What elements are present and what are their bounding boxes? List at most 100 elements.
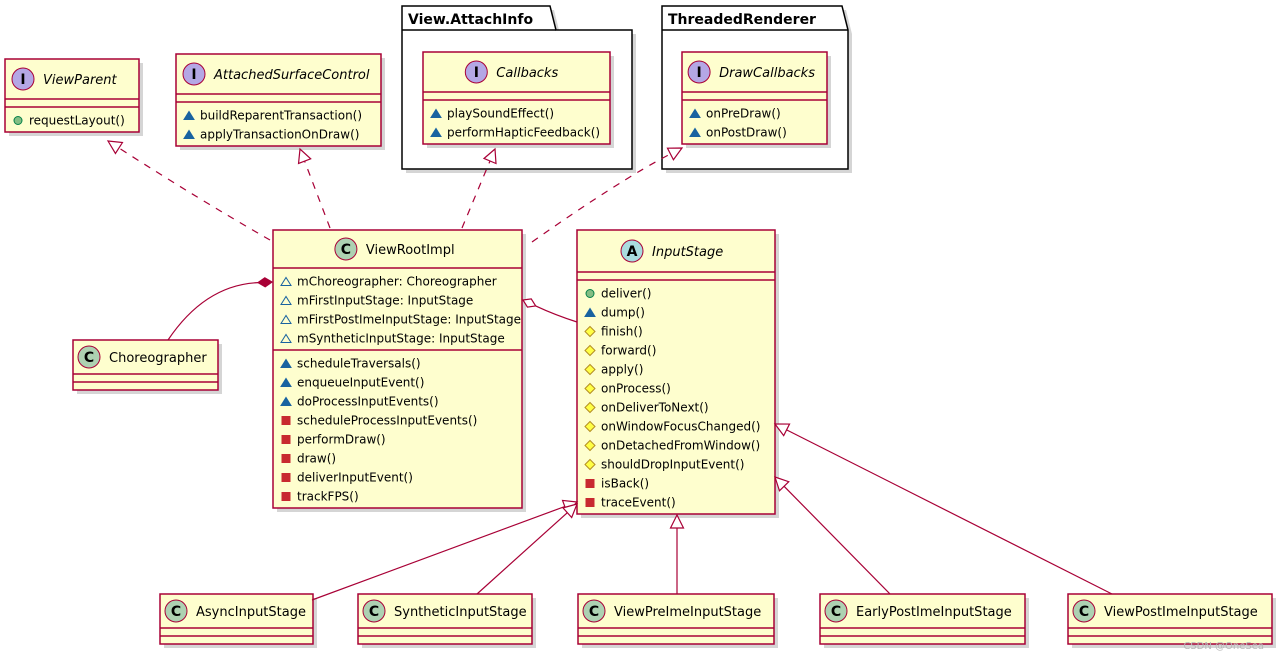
private-visibility-icon — [281, 435, 291, 444]
private-visibility-icon — [281, 492, 291, 501]
method: trackFPS() — [297, 490, 359, 504]
class-name: SyntheticInputStage — [394, 605, 527, 620]
protected-visibility-icon — [584, 344, 596, 357]
relation-viewrootimpl-to-attachedsurfacecontrol — [297, 147, 331, 229]
class-badge-letter: C — [171, 604, 181, 620]
package-visibility-icon — [183, 110, 195, 120]
field: mChoreographer: Choreographer — [297, 275, 497, 289]
interface-badge-icon — [11, 67, 35, 91]
relation-viewrootimpl-to-inputstage — [521, 298, 578, 323]
package-visibility-icon — [689, 108, 701, 118]
interface-badge-letter: I — [696, 65, 701, 81]
method: deliver() — [601, 287, 651, 301]
method: buildReparentTransaction() — [200, 109, 362, 123]
interface-badge-icon — [464, 60, 488, 84]
method: onProcess() — [601, 382, 671, 396]
class-badge-icon — [824, 599, 848, 623]
inheritance-arrowhead — [561, 503, 578, 519]
interface-badge-letter: I — [191, 67, 196, 83]
class-badge-letter: C — [369, 604, 379, 620]
method: playSoundEffect() — [447, 107, 554, 121]
method: deliverInputEvent() — [297, 471, 413, 485]
interface-badge-icon — [687, 60, 711, 84]
watermark: CSDN @OneSea — [1183, 641, 1264, 652]
protected-visibility-icon — [584, 401, 596, 414]
realization-line — [304, 160, 331, 229]
relation-asyncinputstage-to-inputstage — [311, 499, 579, 601]
protected-visibility-icon — [584, 439, 596, 452]
class-badge-icon — [164, 599, 188, 623]
method: onWindowFocusChanged() — [601, 420, 760, 434]
relation-viewrootimpl-to-choreographer — [167, 277, 274, 341]
private-visibility-icon — [585, 479, 595, 488]
class-badge-letter: C — [1079, 604, 1089, 620]
protected-visibility-icon — [584, 420, 596, 433]
class-badge-icon — [362, 599, 386, 623]
relation-viewrootimpl-to-drawcallbacks — [531, 147, 684, 243]
inheritance-line — [786, 429, 1113, 595]
class-badge-letter: C — [831, 604, 841, 620]
relation-syntheticinputstage-to-inputstage — [476, 503, 578, 595]
protected-visibility-icon — [584, 382, 596, 395]
package-field-visibility-icon — [280, 276, 292, 286]
relation-viewpreimeinputstage-to-inputstage — [669, 513, 685, 594]
relation-viewrootimpl-to-callbacks — [461, 147, 497, 229]
inheritance-line — [311, 505, 566, 601]
package-visibility-icon — [280, 396, 292, 406]
field: mFirstPostImeInputStage: InputStage — [297, 313, 521, 327]
protected-visibility-icon — [584, 458, 596, 471]
package-visibility-icon — [584, 307, 596, 317]
package-visibility-icon — [430, 127, 442, 137]
class-badge-letter: C — [341, 242, 351, 258]
method: onPreDraw() — [706, 107, 781, 121]
method: shouldDropInputEvent() — [601, 458, 744, 472]
public-visibility-icon — [585, 289, 595, 298]
interface-badge-icon — [182, 62, 206, 86]
inheritance-arrowhead — [106, 140, 124, 155]
method: forward() — [601, 344, 656, 358]
method: performHapticFeedback() — [447, 126, 600, 140]
inheritance-arrowhead — [666, 147, 684, 161]
method: onDeliverToNext() — [601, 401, 709, 415]
abstract-badge-icon — [620, 239, 644, 263]
inheritance-arrowhead — [774, 476, 790, 492]
method: performDraw() — [297, 433, 386, 447]
method: apply() — [601, 363, 643, 377]
class-name: DrawCallbacks — [719, 66, 815, 81]
class-name: Callbacks — [496, 66, 558, 81]
package-field-visibility-icon — [280, 295, 292, 305]
method: onDetachedFromWindow() — [601, 439, 760, 453]
realization-line — [118, 147, 271, 241]
composition-line — [167, 282, 259, 341]
method: enqueueInputEvent() — [297, 376, 424, 390]
method: requestLayout() — [29, 114, 125, 128]
method: onPostDraw() — [706, 126, 787, 140]
inheritance-arrowhead — [669, 513, 685, 529]
class-badge-icon — [77, 345, 101, 369]
method: doProcessInputEvents() — [297, 395, 439, 409]
interface-badge-letter: I — [474, 65, 479, 81]
composition-diamond — [256, 277, 274, 288]
aggregation-line — [535, 305, 578, 323]
class-name: Choreographer — [109, 351, 207, 366]
inheritance-arrowhead — [297, 147, 312, 165]
private-visibility-icon — [281, 473, 291, 482]
package-field-visibility-icon — [280, 333, 292, 343]
interface-badge-letter: I — [20, 72, 25, 88]
private-visibility-icon — [281, 454, 291, 463]
inheritance-line — [783, 485, 891, 595]
method: applyTransactionOnDraw() — [200, 128, 359, 142]
pkg-attachinfo-title: View.AttachInfo — [408, 12, 533, 28]
class-name: ViewPostImeInputStage — [1104, 605, 1258, 620]
pkg-threadedrenderer-title: ThreadedRenderer — [668, 12, 816, 28]
method: scheduleTraversals() — [297, 357, 421, 371]
class-name: ViewPreImeInputStage — [614, 605, 761, 620]
method: traceEvent() — [601, 496, 676, 510]
